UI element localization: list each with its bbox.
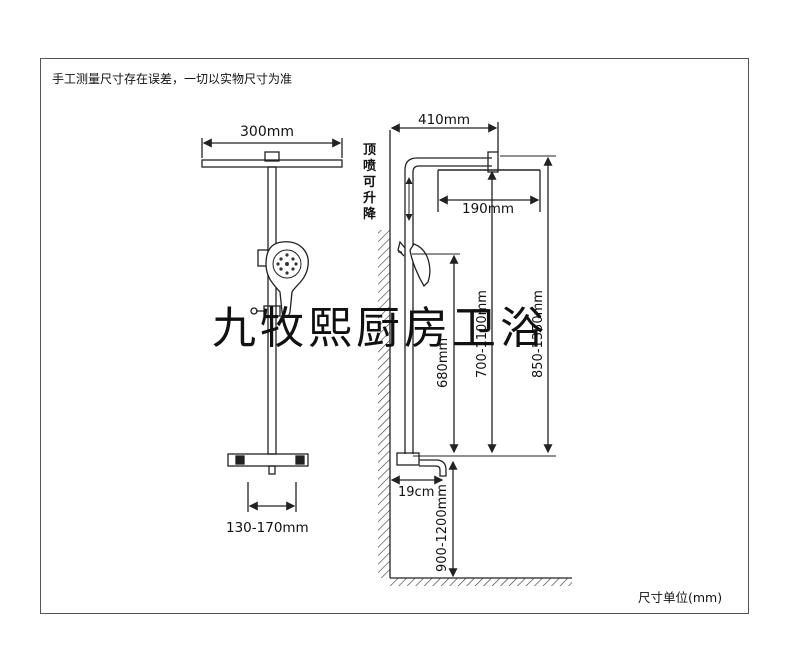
side-view [378,122,572,586]
side-mixer-valve [396,452,447,477]
measurement-note: 手工测量尺寸存在误差，一切以实物尺寸为准 [52,72,293,86]
svg-text:顶: 顶 [363,143,376,158]
slide-clamp [250,305,281,317]
top-width-dimension [201,138,343,158]
side-handheld [397,240,431,288]
head-width-label: 190mm [462,201,514,217]
unit-label: 尺寸单位(mm) [638,590,723,605]
floor-hatch [390,578,572,586]
brand-watermark: 九牧熙厨房卫浴 [212,303,548,354]
handheld-shower [265,241,309,318]
handheld-height-label: 680mm [436,338,451,388]
height-range-2-label: 850-1350mm [531,290,546,378]
diagram-frame [40,58,749,614]
svg-text:降: 降 [363,206,377,222]
top-width-label: 300mm [240,124,294,140]
bottom-range-label: 130-170mm [226,520,309,536]
bottom-range-dimension [247,482,297,512]
mixer-valve [227,453,309,475]
floor-height-label: 900-1200mm [435,484,450,572]
side-head-connector [487,151,499,173]
svg-text:可: 可 [363,175,376,190]
wall-hatch [378,230,390,578]
lift-label: 顶 喷 可 升 降 [363,143,377,222]
shower-head-connector [264,151,280,162]
svg-text:喷: 喷 [363,158,376,174]
arm-length-label: 410mm [418,112,470,128]
front-view [201,138,343,512]
spout-label: 19cm [398,485,434,500]
svg-text:升: 升 [363,190,376,206]
arm-length-dimension [390,122,499,152]
height-range-1-label: 700-1100mm [475,290,490,378]
